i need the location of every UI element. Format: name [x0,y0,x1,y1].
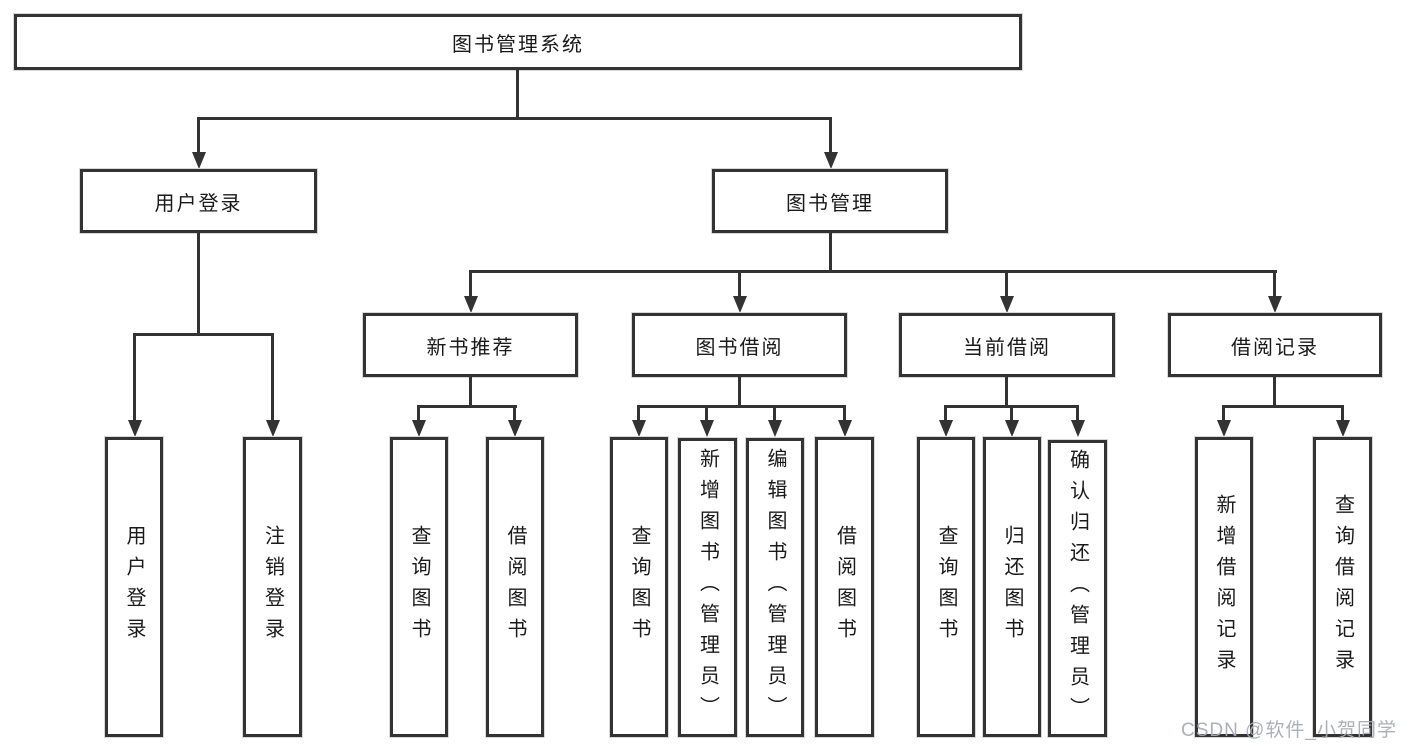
node-borrowing-records: 借阅记录 [1168,313,1382,377]
node-book-borrowing: 图书借阅 [632,313,847,377]
node-label: 新书推荐 [426,336,515,359]
node-label: 借阅图书 [504,525,526,649]
connector-drop-user-login [197,117,200,153]
node-label: 注销登录 [261,525,284,649]
arrowhead-down-icon [1217,420,1231,437]
connector-drop-new-book [469,270,472,298]
node-label: 查询借阅记录 [1331,494,1354,680]
node-label: 借阅记录 [1231,336,1319,359]
connector-drop-borrow-records [1273,270,1276,298]
node-edit-book-admin: 编辑图书（管理员） [746,438,804,737]
arrowhead-down-icon [1268,296,1282,313]
arrowhead-down-icon [1336,420,1350,437]
node-label: 归还图书 [1001,525,1023,649]
node-confirm-return-admin: 确认归还（管理员） [1048,440,1107,737]
connector-drop-leaf [1010,405,1013,421]
node-return-book: 归还图书 [983,437,1041,737]
connector-root-stem [516,69,519,118]
arrowhead-down-icon [266,420,280,437]
arrowhead-down-icon [1071,420,1085,437]
connector-drop-leaf [1341,405,1344,421]
node-add-book-admin: 新增图书（管理员） [678,438,737,737]
node-label: 查询图书 [935,525,957,649]
node-label: 编辑图书（管理员） [764,448,786,727]
connector-drop-leaf [773,405,776,421]
arrowhead-down-icon [768,420,782,437]
arrowhead-down-icon [508,420,522,437]
arrowhead-down-icon [824,152,838,169]
arrowhead-down-icon [838,420,852,437]
node-label: 图书管理系统 [452,33,584,56]
connector-drop-leaf [513,405,516,421]
node-new-book-recommend: 新书推荐 [363,313,578,377]
connector-book-mgmt-stem [829,232,832,273]
node-label: 新增图书（管理员） [696,448,719,727]
connector-drop-book-borrow [738,270,741,298]
connector-drop-leaf [944,405,947,421]
arrowhead-down-icon [939,420,953,437]
node-label: 查询图书 [628,525,650,649]
connector-new-book-stem [469,376,472,408]
connector-drop-leaf [1076,405,1079,421]
connector-borrow-records-stem [1273,376,1276,408]
node-label: 用户登录 [154,192,243,215]
csdn-watermark: CSDN @软件_小贺同学 [1181,720,1397,741]
arrowhead-down-icon [700,420,714,437]
connector-drop-leaf [133,333,136,421]
connector-root-bar [197,117,832,120]
connector-book-mgmt-bar [469,270,1277,273]
connector-drop-leaf [705,405,708,421]
node-query-book: 查询图书 [917,437,975,737]
node-query-book: 查询图书 [390,437,448,737]
connector-drop-current-borrow [1005,270,1008,298]
node-label: 确认归还（管理员） [1066,449,1089,728]
node-user-login: 用户登录 [80,169,317,233]
node-add-borrow-record: 新增借阅记录 [1195,437,1253,737]
node-label: 用户登录 [123,525,145,649]
node-query-borrow-record: 查询借阅记录 [1313,437,1372,737]
connector-drop-leaf [1222,405,1225,421]
arrowhead-down-icon [128,420,142,437]
connector-book-borrow-bar [637,405,846,408]
connector-user-login-stem [197,232,200,336]
connector-drop-leaf [271,333,274,421]
connector-current-borrow-stem [1005,376,1008,408]
connector-new-book-bar [417,405,517,408]
node-label: 查询图书 [408,525,430,649]
connector-book-borrow-stem [738,376,741,408]
node-borrow-book: 借阅图书 [815,437,874,737]
node-label: 当前借阅 [963,336,1051,359]
node-logout: 注销登录 [243,437,302,737]
node-label: 新增借阅记录 [1213,494,1235,680]
connector-drop-leaf [843,405,846,421]
arrowhead-down-icon [192,152,206,169]
node-label: 图书借阅 [695,336,784,359]
arrowhead-down-icon [464,296,478,313]
connector-user-login-bar [133,333,274,336]
node-user-login-action: 用户登录 [105,437,163,737]
connector-drop-book-mgmt [829,117,832,153]
arrowhead-down-icon [1000,296,1014,313]
node-borrow-book: 借阅图书 [486,437,544,737]
arrowhead-down-icon [632,420,646,437]
node-library-management-system: 图书管理系统 [14,14,1022,70]
connector-borrow-records-bar [1222,405,1344,408]
node-label: 图书管理 [786,192,874,215]
connector-drop-leaf [417,405,420,421]
connector-drop-leaf [637,405,640,421]
node-book-management: 图书管理 [712,169,948,233]
node-label: 借阅图书 [833,525,856,649]
arrowhead-down-icon [733,296,747,313]
node-current-borrowing: 当前借阅 [899,313,1115,377]
node-query-book: 查询图书 [610,437,668,737]
arrowhead-down-icon [412,420,426,437]
arrowhead-down-icon [1005,420,1019,437]
